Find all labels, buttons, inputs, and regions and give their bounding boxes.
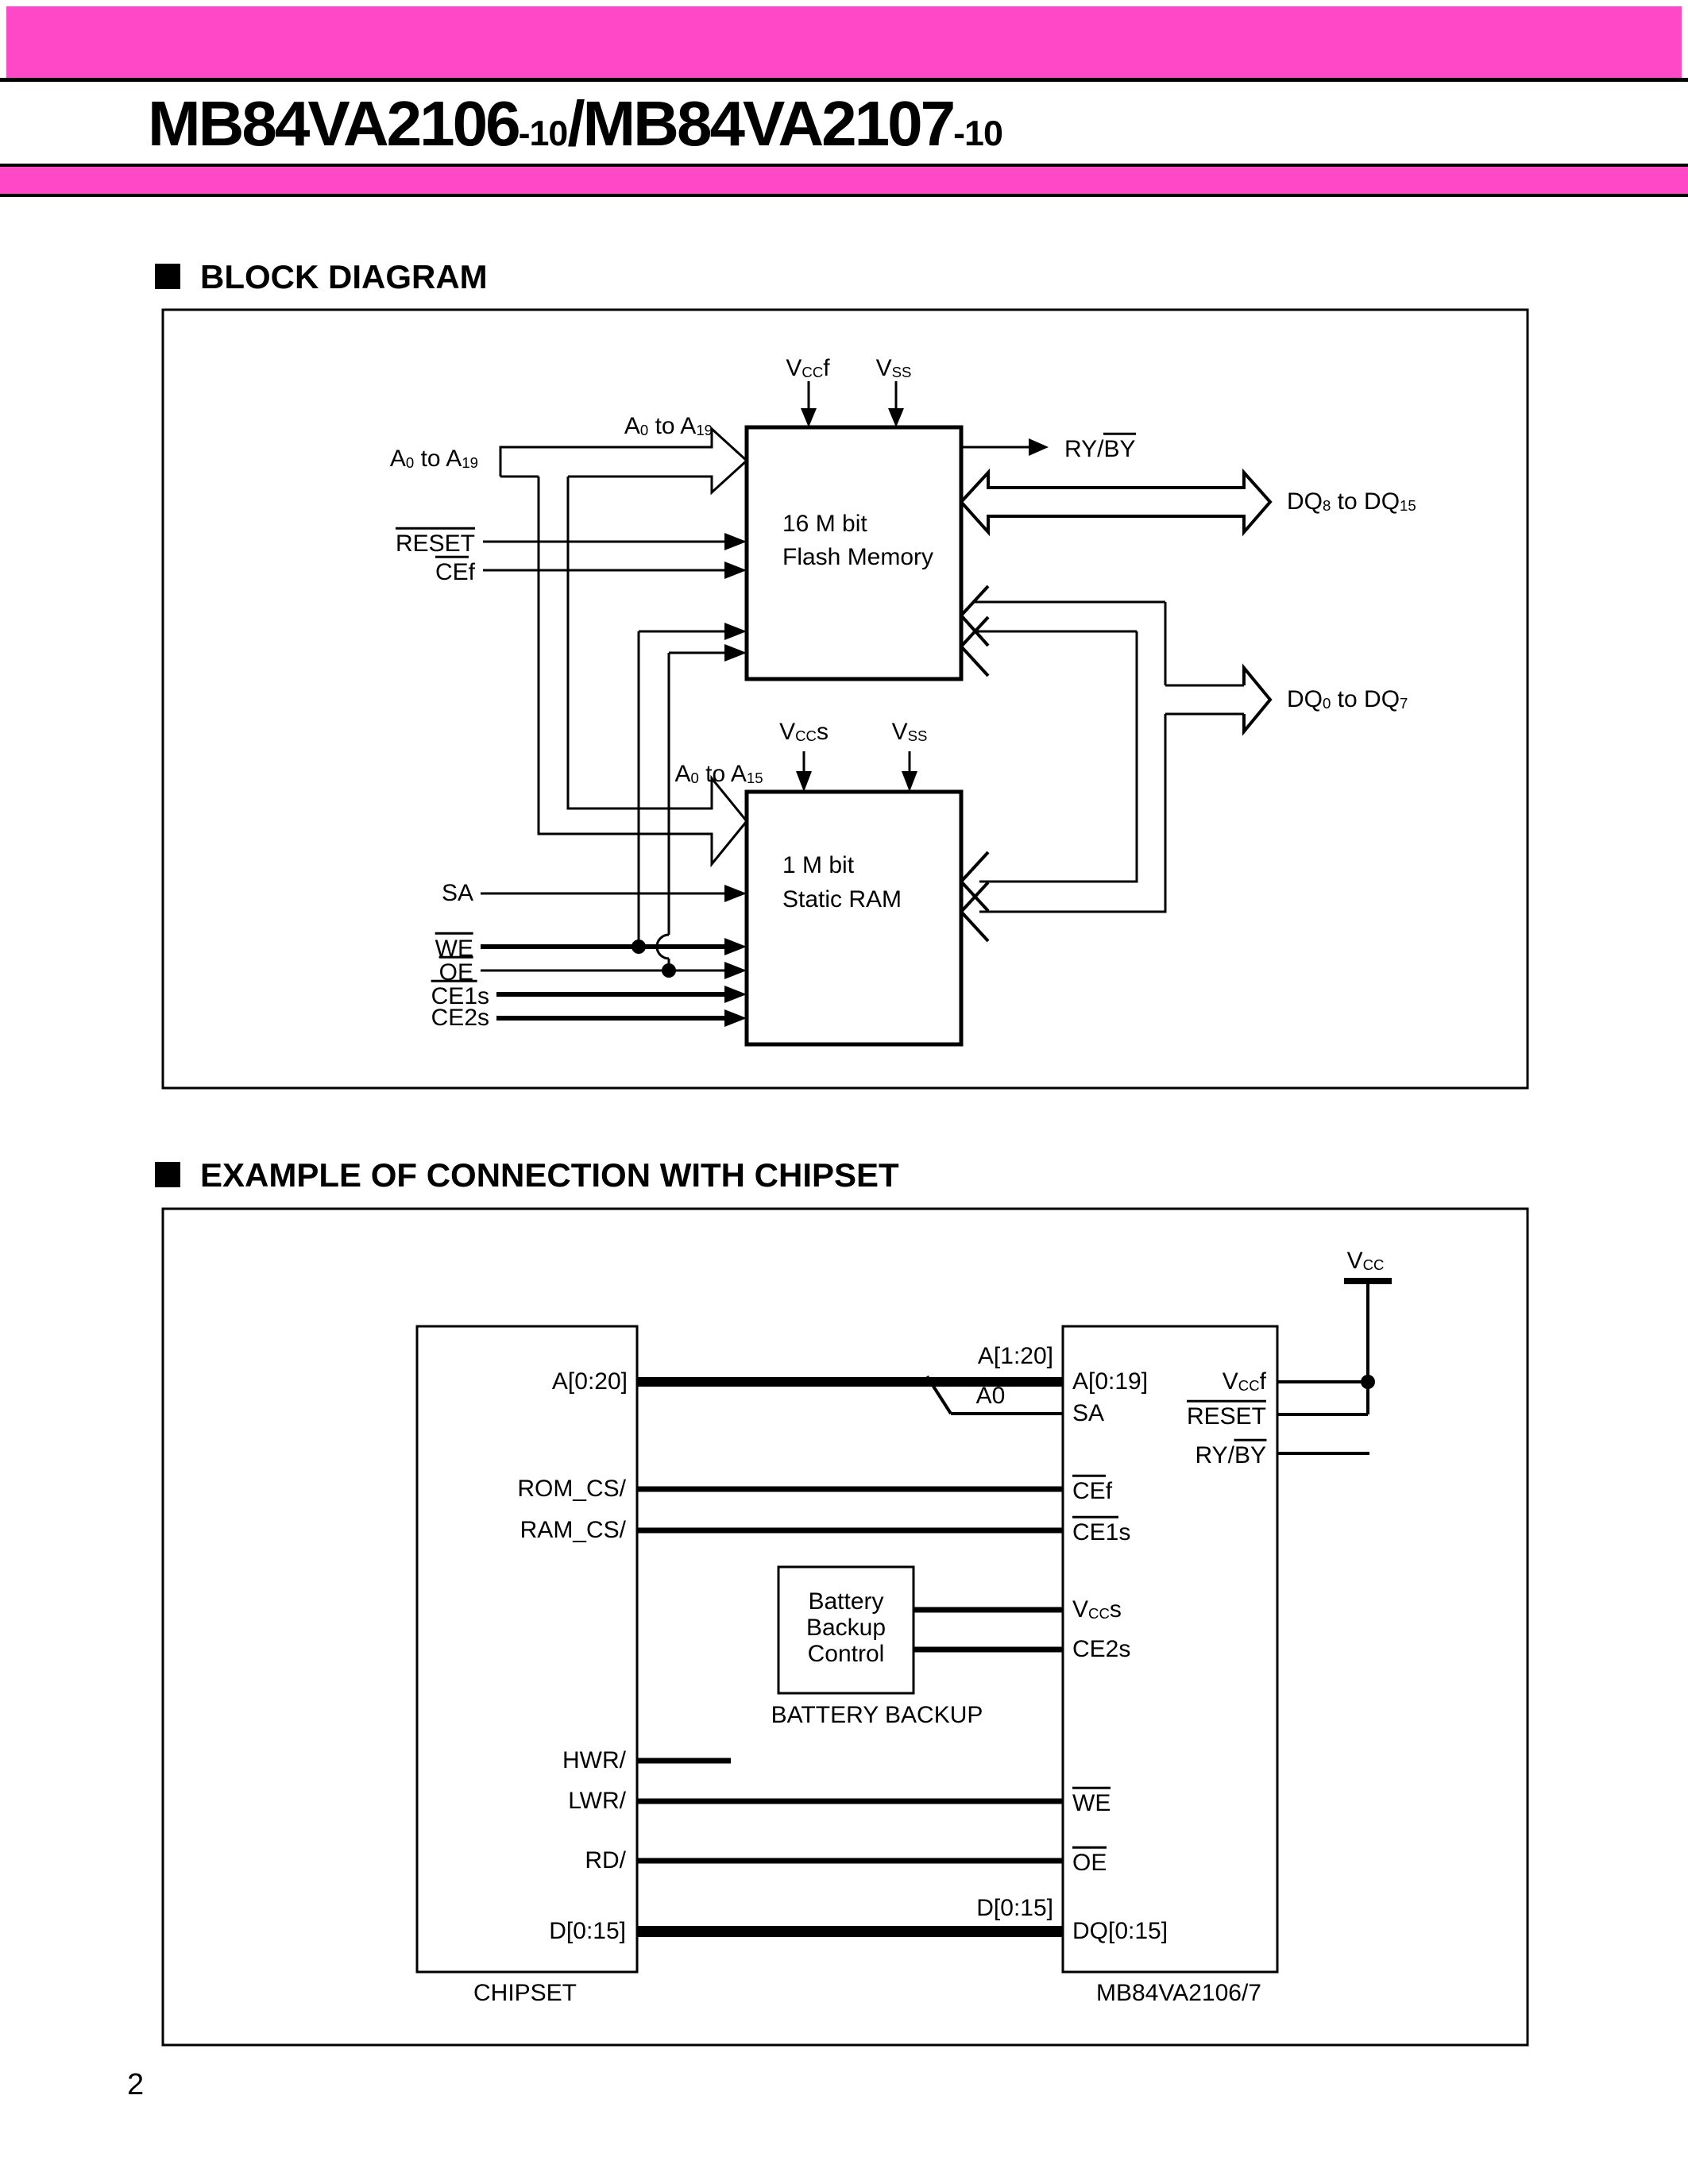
ce2s-pin-label: CE2s — [1072, 1636, 1131, 1662]
dq-low-label: DQ0 to DQ7 — [1287, 686, 1408, 712]
ce1s-label: CE1s — [431, 979, 489, 1009]
a0-label: A0 — [975, 1383, 1006, 1409]
flash-memory-box — [744, 425, 964, 681]
ryby-pin-label: RY/BY — [1196, 1438, 1266, 1468]
vss-flash-arrowhead-icon — [888, 408, 904, 427]
dq-bus-vertical-a-lower — [979, 714, 1167, 913]
top-pink-band — [6, 6, 1682, 78]
vccf-pin-label: VCCf — [1222, 1368, 1266, 1395]
flash-dq-port-chevron-upper — [959, 585, 990, 647]
vccs-pin-label: VCCs — [1072, 1596, 1122, 1623]
a120-label: A[1:20] — [977, 1343, 1053, 1369]
a0-branch-slant — [925, 1375, 952, 1415]
ram-dq-port-chevron-upper — [959, 851, 990, 913]
vccf-label: VCCf — [786, 355, 830, 381]
battery-backup-control-box — [777, 1565, 915, 1695]
chipset-diagram-frame — [161, 1207, 1529, 2047]
ram-box-label-line2: Static RAM — [782, 886, 902, 913]
vss-ram-label: VSS — [891, 719, 928, 745]
page-title: MB84VA2106-10/MB84VA2107-10 — [148, 88, 1003, 159]
section-title-chipset-example: EXAMPLE OF CONNECTION WITH CHIPSET — [200, 1156, 899, 1194]
address-bus-horizontal — [499, 426, 749, 496]
oe-flash-arrowhead-icon — [724, 644, 747, 662]
sa-pin-label: SA — [1072, 1400, 1105, 1426]
reset-label: RESET — [395, 527, 475, 557]
ce1s-pin-label: CE1s — [1072, 1515, 1130, 1545]
chipset-box — [415, 1325, 639, 1974]
dq015-pin-label: DQ[0:15] — [1072, 1918, 1168, 1944]
block-diagram-frame — [161, 308, 1529, 1090]
vccf-arrowhead-icon — [801, 408, 817, 427]
battery-box-line3: Control — [807, 1641, 885, 1667]
vss-ram-arrowhead-icon — [902, 771, 917, 792]
device-box-caption: MB84VA2106/7 — [1096, 1980, 1261, 2006]
page-number: 2 — [127, 2068, 145, 2101]
lwr-label: LWR/ — [568, 1788, 626, 1814]
dq-high-bus-arrow — [959, 468, 1273, 537]
ram-dq-port-chevron-lower — [959, 881, 990, 943]
ce2s-arrowhead-icon — [724, 1009, 747, 1027]
dq-low-arrowhead-icon — [1242, 663, 1273, 736]
sa-arrowhead-icon — [724, 885, 747, 902]
d015-bus-label: D[0:15] — [976, 1895, 1053, 1921]
ryby-arrowhead-icon — [1029, 438, 1049, 456]
vcc-label: VCC — [1346, 1248, 1385, 1274]
cef-label: CEf — [435, 555, 475, 585]
we-arrowhead-icon — [724, 938, 747, 955]
vccs-arrowhead-icon — [796, 771, 812, 792]
ryby-label: RY/BY — [1064, 432, 1136, 462]
title-pink-band — [0, 167, 1688, 194]
a020-label: A[0:20] — [551, 1368, 628, 1395]
static-ram-box — [744, 789, 964, 1047]
oe-pin-label: OE — [1072, 1846, 1107, 1876]
address-bus-left-label: A0 to A19 — [389, 446, 478, 472]
battery-box-line1: Battery — [808, 1588, 884, 1615]
vss-flash-label: VSS — [875, 355, 912, 381]
cef-arrowhead-icon — [724, 561, 747, 579]
hwr-label: HWR/ — [562, 1747, 626, 1773]
flash-dq-port-chevron-lower — [959, 615, 990, 677]
address-bus-ram-label: A0 to A15 — [674, 761, 763, 787]
ram-cs-label: RAM_CS/ — [520, 1517, 626, 1543]
vccs-label: VCCs — [779, 719, 829, 745]
title-rule-lower — [0, 194, 1688, 197]
ram-box-label-line1: 1 M bit — [782, 852, 855, 878]
cef-pin-label: CEf — [1072, 1474, 1112, 1504]
dq-high-label: DQ8 to DQ15 — [1287, 488, 1416, 515]
reset-pin-label: RESET — [1186, 1399, 1266, 1430]
top-rule — [0, 78, 1688, 82]
section-title-block-diagram: BLOCK DIAGRAM — [200, 258, 488, 295]
title-rule-upper — [0, 164, 1688, 167]
flash-box-label-line2: Flash Memory — [782, 544, 934, 570]
reset-arrowhead-icon — [724, 533, 747, 550]
dq-bus-vertical-b — [979, 631, 1138, 883]
section-marker-square — [155, 1162, 180, 1187]
ce2s-label: CE2s — [431, 1005, 489, 1031]
chipset-box-caption: CHIPSET — [473, 1980, 577, 2006]
rom-cs-label: ROM_CS/ — [517, 1476, 626, 1502]
oe-arrowhead-icon — [724, 962, 747, 979]
d015-chipset-label: D[0:15] — [549, 1918, 626, 1944]
a019-pin-label: A[0:19] — [1072, 1368, 1149, 1395]
ce1s-arrowhead-icon — [724, 986, 747, 1003]
address-bus-top-label: A0 to A19 — [624, 413, 713, 439]
sa-label: SA — [441, 880, 473, 906]
address-bus-vertical — [537, 477, 748, 868]
we-flash-arrowhead-icon — [724, 623, 747, 640]
battery-backup-caption: BATTERY BACKUP — [771, 1702, 983, 1728]
flash-box-label-line1: 16 M bit — [782, 511, 867, 537]
section-marker-square — [155, 264, 180, 289]
battery-box-line2: Backup — [805, 1615, 886, 1641]
rd-label: RD/ — [585, 1847, 626, 1873]
we-pin-label: WE — [1072, 1786, 1111, 1816]
